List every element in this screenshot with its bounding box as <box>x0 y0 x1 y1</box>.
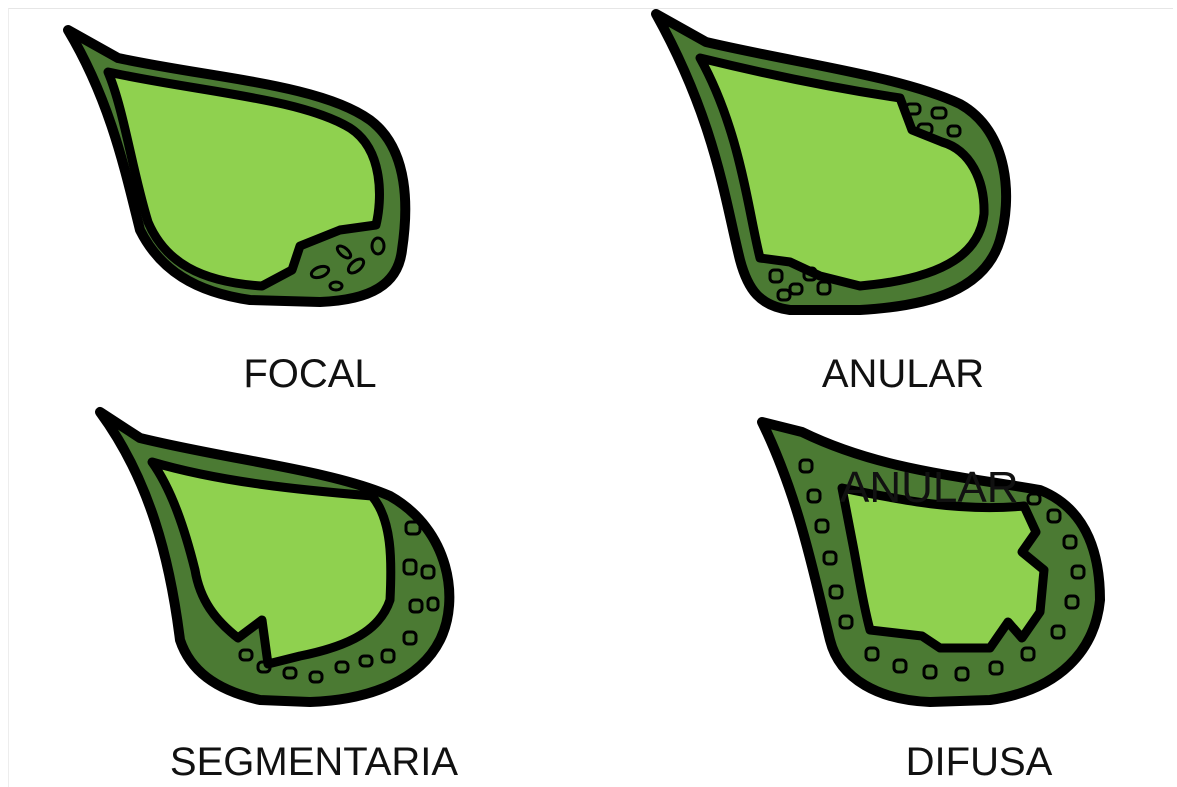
label-segmentaria: SEGMENTARIA <box>170 742 458 782</box>
anular-lesion <box>656 14 1006 310</box>
label-focal: FOCAL <box>243 354 376 394</box>
difusa-inner <box>842 488 1044 648</box>
label-anular: ANULAR <box>822 354 984 394</box>
overlay-label: ANULAR <box>840 466 1019 510</box>
focal-lesion <box>68 30 405 302</box>
label-difusa: DIFUSA <box>906 742 1053 782</box>
segmentaria-lesion <box>100 412 449 702</box>
